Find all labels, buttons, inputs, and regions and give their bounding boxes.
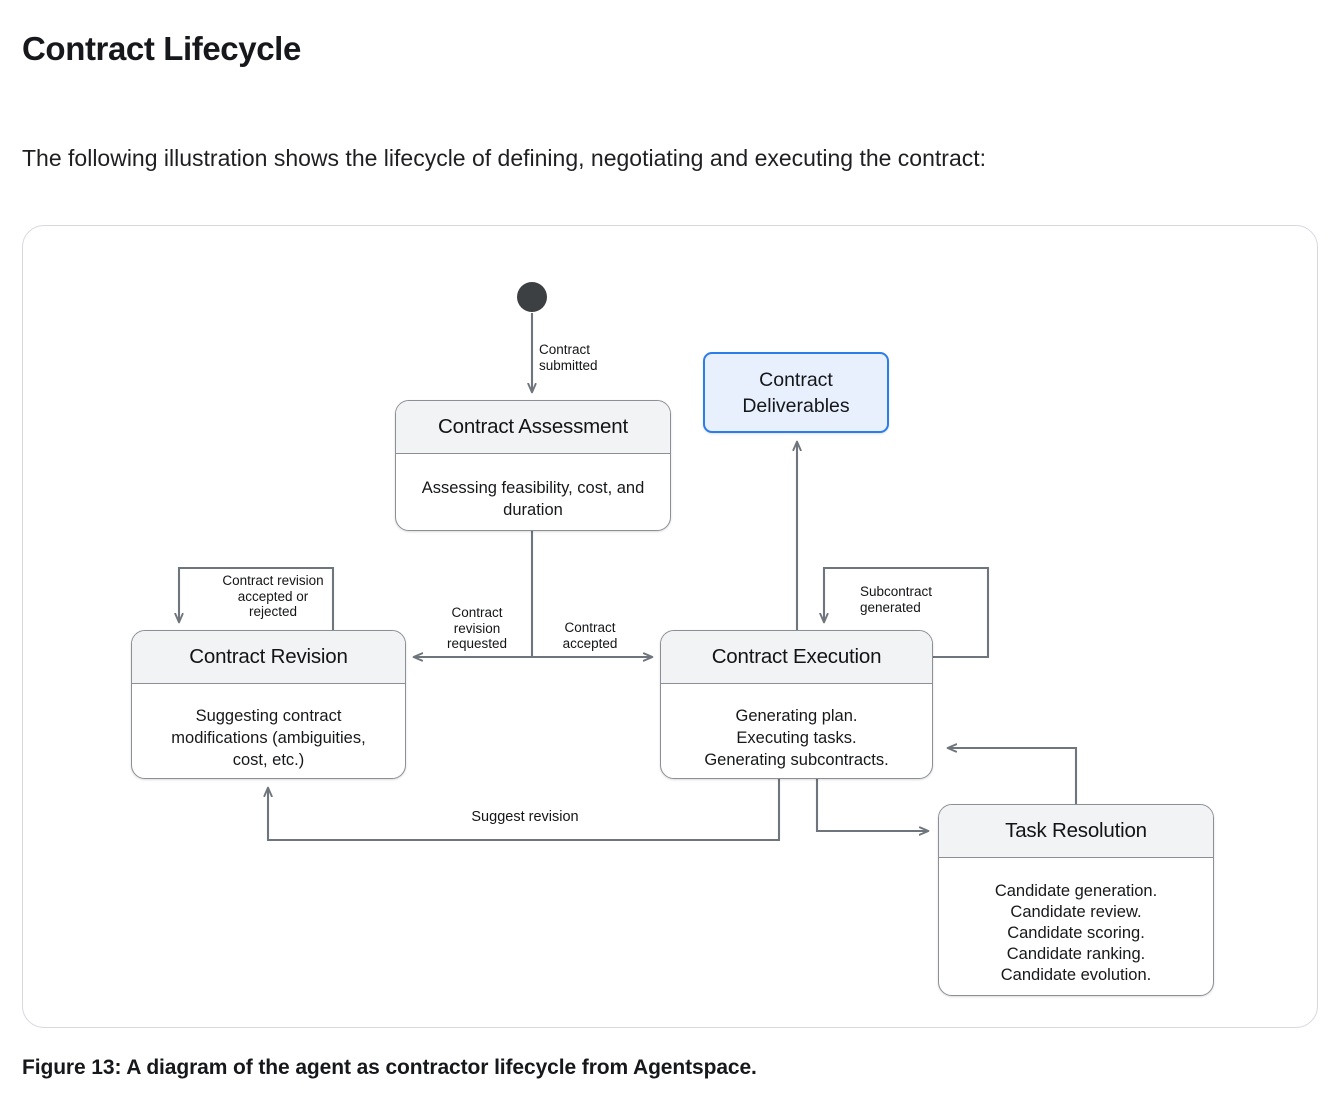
edge-label-contract-revision-requested: Contract revision requested: [446, 605, 508, 651]
node-title: Contract Deliverables: [742, 368, 850, 417]
node-contract-deliverables[interactable]: Contract Deliverables: [703, 352, 889, 433]
node-body: Generating plan. Executing tasks. Genera…: [704, 706, 889, 769]
edge-label-contract-accepted: Contract accepted: [562, 620, 618, 651]
node-title: Contract Execution: [661, 631, 932, 684]
node-body: Suggesting contract modifications (ambig…: [171, 706, 366, 769]
node-title: Contract Assessment: [396, 401, 670, 454]
node-contract-revision[interactable]: Contract Revision Suggesting contract mo…: [131, 630, 406, 779]
node-title: Task Resolution: [939, 805, 1213, 858]
page-title: Contract Lifecycle: [22, 30, 301, 68]
figure-caption: Figure 13: A diagram of the agent as con…: [22, 1056, 757, 1079]
edge-label-suggest-revision: Suggest revision: [471, 809, 579, 825]
node-body: Assessing feasibility, cost, and duratio…: [421, 478, 645, 519]
node-title: Contract Revision: [132, 631, 405, 684]
node-contract-assessment[interactable]: Contract Assessment Assessing feasibilit…: [395, 400, 671, 531]
node-body: Candidate generation. Candidate review. …: [994, 881, 1158, 984]
edge-label-revision-accepted-or-rejected: Contract revision accepted or rejected: [222, 573, 324, 619]
node-task-resolution[interactable]: Task Resolution Candidate generation. Ca…: [938, 804, 1214, 996]
intro-paragraph: The following illustration shows the lif…: [22, 145, 987, 171]
node-contract-execution[interactable]: Contract Execution Generating plan. Exec…: [660, 630, 933, 779]
edge-label-contract-submitted: Contract submitted: [539, 342, 598, 373]
edge-label-subcontract-generated: Subcontract generated: [860, 584, 933, 615]
